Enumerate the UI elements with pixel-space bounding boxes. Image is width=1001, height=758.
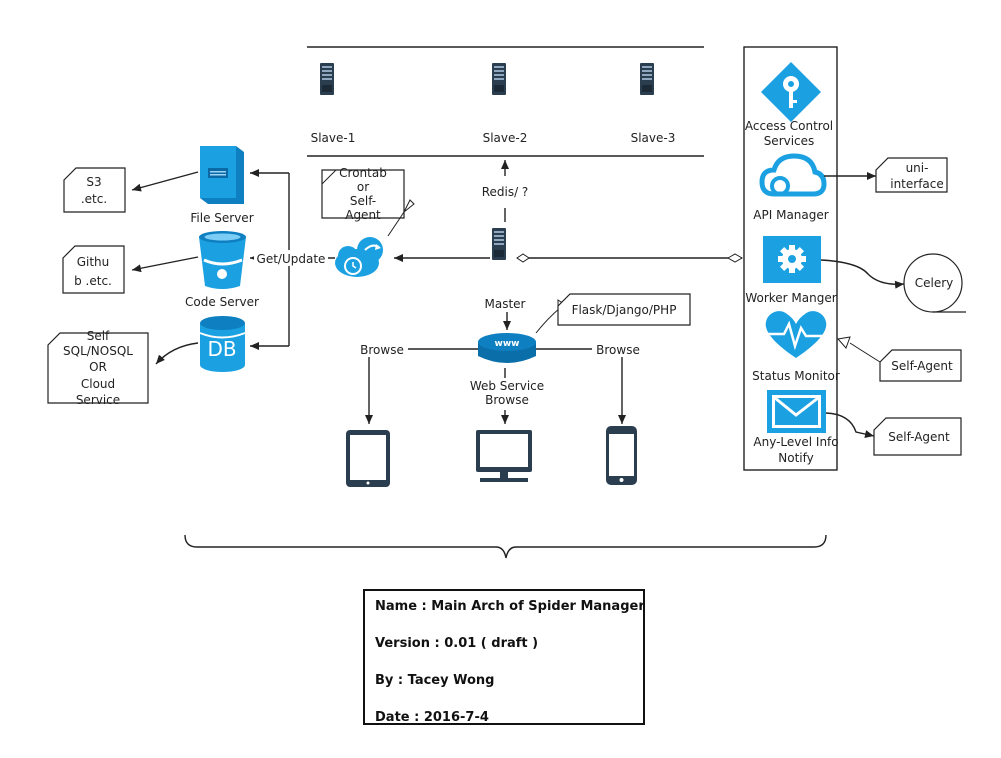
cloud-sync-icon [335,237,383,277]
access-control-line-2: Services [764,134,815,148]
status-monitor-label: Status Monitor [752,369,840,383]
info-date: Date : 2016-7-4 [375,710,489,725]
heart-monitor-icon [765,311,827,358]
info-version: Version : 0.01 ( draft ) [375,636,539,651]
s3-note [63,167,126,213]
code-server-to-github-arrow [131,256,199,273]
desktop-icon [476,430,532,482]
info-name: Name : Main Arch of Spider Manager [375,599,645,614]
code-server-icon [199,231,246,289]
sql-line-1: Self [87,329,110,343]
api-manager-label: API Manager [753,208,828,222]
master-label: Master [485,297,526,311]
slave-3-server-icon [640,63,654,95]
master-server-icon [492,228,506,260]
self-agent-note-2 [873,417,962,456]
file-server-to-s3-arrow [131,171,199,192]
slave-3-label: Slave-3 [631,131,676,145]
file-server-label: File Server [190,211,253,225]
github-line-1: Githu [77,255,110,269]
self-agent-note-1 [879,349,962,382]
flask-label: Flask/Django/PHP [572,303,677,317]
crontab-line-2: or [357,180,369,194]
worker-to-celery-arrow [820,259,905,289]
gear-icon [763,236,821,283]
self-agent-2-label: Self-Agent [888,430,950,444]
browse-right-label: Browse [596,343,640,357]
crontab-note [321,169,405,219]
github-line-2: b .etc. [74,274,112,288]
web-service-label: Web Service [470,379,544,393]
sql-line-5: Service [76,393,120,407]
redis-label: Redis/ ? [482,185,529,199]
notify-line-2: Notify [778,451,813,465]
info-box: Name : Main Arch of Spider Manager Versi… [363,589,645,725]
tablet-icon [346,430,390,487]
s3-line-2: .etc. [81,192,107,206]
uni-line-1: uni- [906,161,929,175]
slave-1-server-icon [320,63,334,95]
mail-icon [767,390,826,433]
worker-manager-label: Worker Manger [745,291,836,305]
sql-line-4: Cloud [81,377,115,391]
self-agent-1-label: Self-Agent [891,359,953,373]
celery-label: Celery [915,276,954,290]
sql-note [47,332,149,404]
database-icon [199,316,246,372]
crontab-line-3: Self- [350,194,376,208]
sql-line-2: SQL/NOSQL [63,344,133,358]
www-router-icon [478,333,536,363]
api-cloud-icon [759,153,827,197]
access-control-line-1: Access Control [745,119,833,133]
github-note [62,245,125,294]
web-service-browse-label: Browse [485,393,529,407]
db-to-sql-arrow [155,342,199,365]
notify-to-agent-arrow [825,412,875,438]
get-update-label: Get/Update [257,252,326,266]
slave-2-label: Slave-2 [483,131,528,145]
phone-icon [606,426,637,485]
browse-left-label: Browse [360,343,404,357]
notify-line-1: Any-Level Info [753,435,838,449]
uni-line-2: interface [890,177,944,191]
slave-2-server-icon [492,63,506,95]
celery-node [903,253,966,313]
www-label: www [495,339,520,349]
slave-1-label: Slave-1 [311,131,356,145]
crontab-line-4: Agent [345,208,381,222]
grouping-brace [184,534,827,559]
crontab-line-1: Crontab [339,166,387,180]
s3-line-1: S3 [86,175,101,189]
uni-interface-note [875,157,948,193]
db-icon-text: DB [207,337,236,361]
sql-line-3: OR [89,360,107,374]
file-server-icon [200,146,244,204]
code-server-label: Code Server [185,295,259,309]
key-icon [761,62,821,122]
flask-note [557,293,691,326]
info-author: By : Tacey Wong [375,673,495,688]
